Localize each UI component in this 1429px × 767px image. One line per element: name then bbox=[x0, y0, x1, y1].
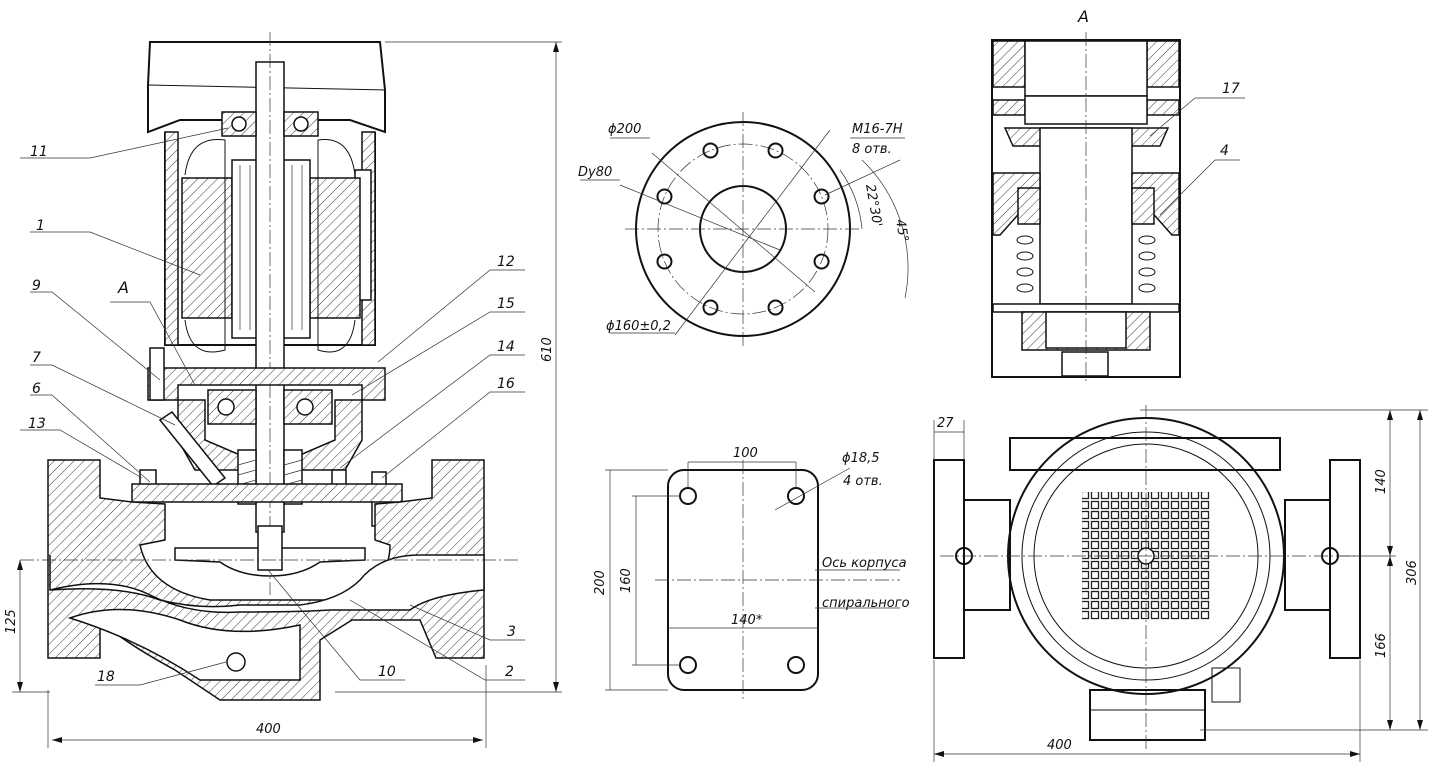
callout-4: 4 bbox=[1220, 143, 1229, 159]
flange-bolt-hole bbox=[767, 299, 784, 316]
terminal-box-top bbox=[1009, 437, 1281, 471]
spring-left bbox=[1016, 235, 1034, 293]
flange-right bbox=[1329, 459, 1361, 659]
dim-flange-thk: 27 bbox=[937, 416, 954, 431]
callout-17: 17 bbox=[1222, 81, 1240, 97]
flange-bolt-hole bbox=[702, 299, 719, 316]
flange-pcd: ϕ160±0,2 bbox=[606, 319, 671, 334]
flange-dy80: Dy80 bbox=[578, 165, 612, 180]
dim-width-main: 400 bbox=[256, 722, 281, 737]
callout-18: 18 bbox=[97, 669, 115, 685]
base-spacing-x: 100 bbox=[733, 446, 758, 461]
view-a-marker: A bbox=[117, 278, 129, 297]
callout-2: 2 bbox=[505, 664, 514, 680]
stator-left bbox=[181, 177, 233, 319]
callout-6: 6 bbox=[32, 381, 41, 397]
flange-bolt-hole bbox=[767, 142, 784, 159]
detail-a-title: A bbox=[1077, 7, 1089, 26]
spring-right bbox=[1138, 235, 1156, 293]
bearing-top-left bbox=[221, 111, 257, 137]
callout-16: 16 bbox=[497, 376, 515, 392]
dim-h140: 140 bbox=[1374, 469, 1389, 494]
bolt-9 bbox=[149, 347, 165, 401]
flange-bolt-hole bbox=[702, 142, 719, 159]
flange-angle-half: 22°30' bbox=[862, 183, 884, 228]
flange-d200: ϕ200 bbox=[608, 122, 641, 137]
callout-10: 10 bbox=[378, 664, 396, 680]
dim-width-top: 400 bbox=[1047, 738, 1072, 753]
callout-9: 9 bbox=[32, 278, 41, 294]
callout-7: 7 bbox=[32, 350, 41, 366]
base-holes: 4 отв. bbox=[843, 474, 883, 489]
main-section-view: A 11 1 9 7 6 13 12 15 14 16 3 2 10 18 40… bbox=[4, 32, 562, 748]
base-hole-d: ϕ18,5 bbox=[842, 451, 880, 466]
top-view: 27 400 140 166 306 bbox=[933, 405, 1428, 762]
callout-15: 15 bbox=[497, 296, 515, 312]
flange-bolt-hole bbox=[813, 253, 830, 270]
cover-flange bbox=[131, 483, 403, 503]
callout-1: 1 bbox=[36, 218, 45, 234]
flange-bolt-hole bbox=[813, 188, 830, 205]
bearing-top-right bbox=[283, 111, 319, 137]
dim-height-main: 610 bbox=[540, 337, 555, 362]
flange-bolt-hole bbox=[656, 188, 673, 205]
dim-h166: 166 bbox=[1374, 633, 1389, 658]
motor-cap bbox=[147, 41, 386, 134]
flange-left bbox=[933, 459, 965, 659]
base-plate-view: 100 ϕ18,5 4 отв. 200 160 140* Ось корпус… bbox=[593, 446, 910, 700]
axis-note-1: Ось корпуса bbox=[822, 556, 907, 571]
flange-thread: M16-7H bbox=[852, 122, 903, 137]
base-spacing-y: 160 bbox=[619, 568, 634, 593]
flange-view: ϕ200 Dy80 M16-7H 8 отв. 22°30' 45° ϕ160±… bbox=[578, 112, 911, 346]
flange-bolt-hole bbox=[656, 253, 673, 270]
axis-note-2: спирального bbox=[822, 596, 910, 611]
callout-13: 13 bbox=[28, 416, 46, 432]
terminal-box bbox=[1089, 689, 1206, 741]
dim-axis-height: 125 bbox=[4, 609, 19, 634]
callout-12: 12 bbox=[497, 254, 515, 270]
plug-7 bbox=[158, 410, 227, 488]
callout-11: 11 bbox=[30, 144, 48, 160]
flange-angle: 45° bbox=[892, 218, 911, 243]
flange-bolt-holes bbox=[656, 142, 830, 316]
detail-view-a: A 17 4 bbox=[991, 7, 1245, 384]
base-spacing-x2: 140* bbox=[731, 613, 763, 628]
callout-14: 14 bbox=[497, 339, 515, 355]
base-height: 200 bbox=[593, 570, 608, 595]
dim-h306: 306 bbox=[1405, 560, 1420, 585]
callout-3: 3 bbox=[507, 624, 516, 640]
flange-holes: 8 отв. bbox=[852, 142, 892, 157]
